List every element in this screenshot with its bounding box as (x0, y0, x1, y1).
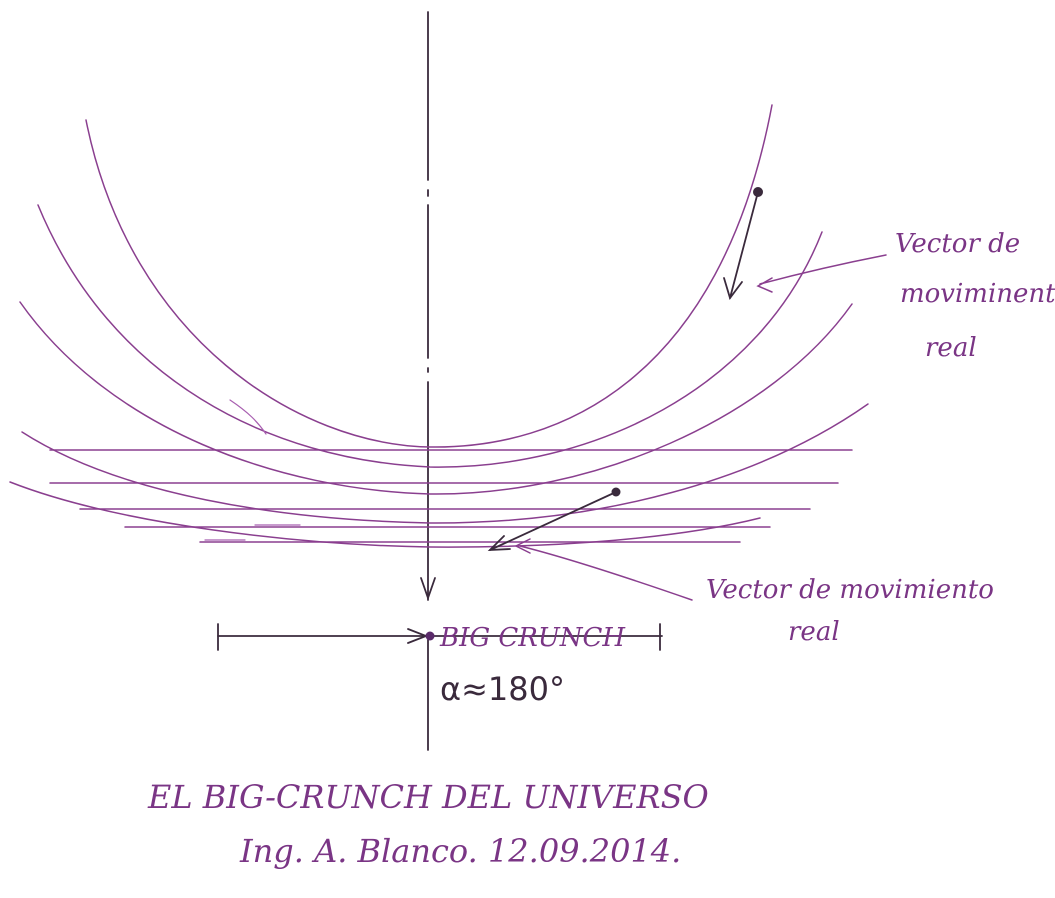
curve-5 (9, 481, 761, 548)
big-crunch-label: BIG CRUNCH (439, 623, 626, 653)
top-vector-label-line1: Vector de (895, 229, 1020, 259)
horizontal-lines (49, 449, 853, 543)
curve-2 (37, 204, 823, 468)
top-vector-label-line2: moviminento (900, 279, 1055, 309)
top-pointer-line (759, 254, 887, 285)
axis-arrowhead (420, 577, 436, 601)
top-vector-label-line3: real (925, 333, 977, 363)
curve-1 (85, 104, 773, 448)
caption-signature: Ing. A. Blanco. 12.09.2014. (239, 832, 681, 870)
curve-branch (229, 399, 267, 435)
curve-3 (19, 301, 853, 495)
bottom-vector-label-line2: real (788, 617, 840, 647)
bottom-motion-vector (487, 487, 693, 601)
universe-curves (9, 104, 869, 548)
top-motion-vector (723, 187, 887, 300)
caption-title: EL BIG-CRUNCH DEL UNIVERSO (147, 778, 709, 816)
crunch-point (425, 631, 435, 641)
curve-4 (21, 403, 869, 524)
bottom-pointer-line (519, 545, 693, 601)
bottom-vector-label-line1: Vector de movimiento (706, 575, 994, 605)
angle-label: α≈180° (440, 670, 565, 708)
crunch-scale (217, 623, 663, 651)
